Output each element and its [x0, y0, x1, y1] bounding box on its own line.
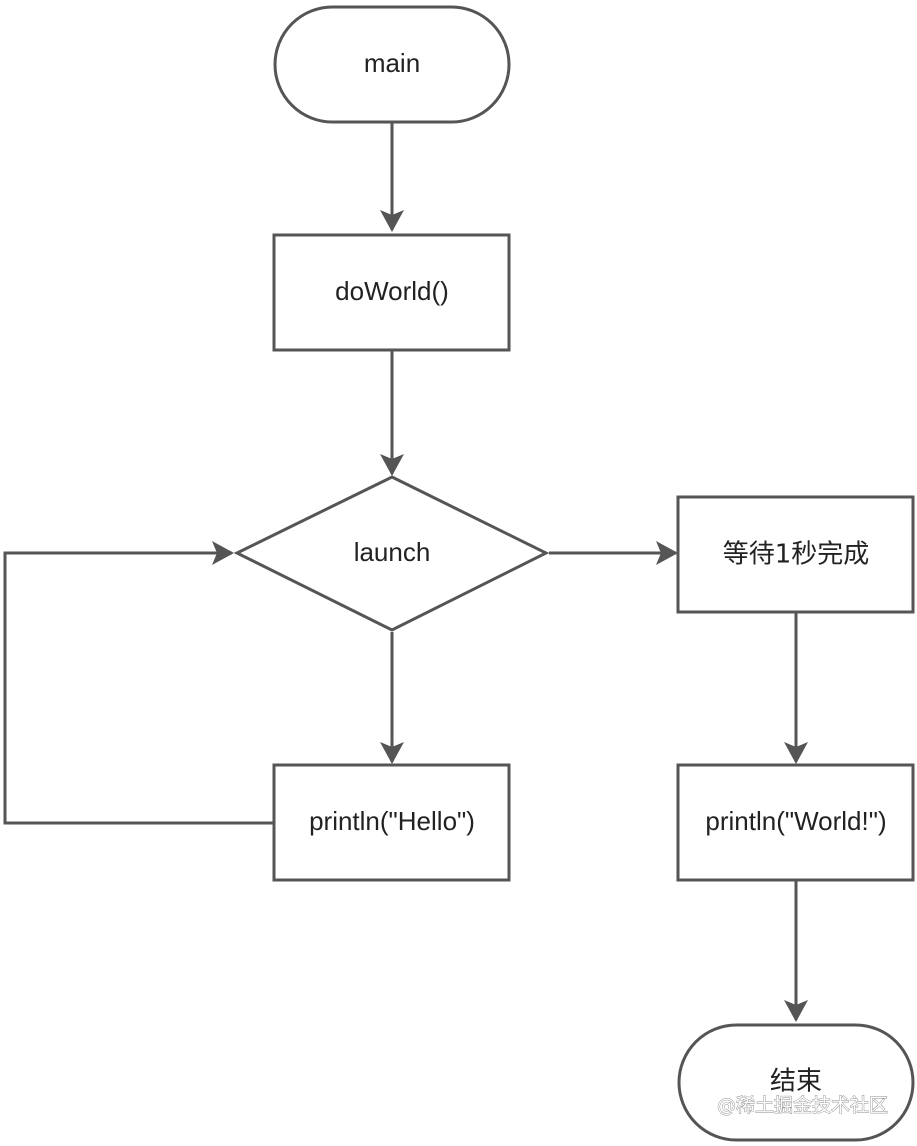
node-main: main — [273, 5, 511, 124]
node-wait-label: 等待1秒完成 — [723, 540, 870, 570]
terminator-shape — [273, 5, 511, 124]
terminator-shape — [677, 1023, 915, 1142]
node-println-hello-label: println("Hello") — [309, 806, 475, 836]
decision-shape — [233, 475, 550, 632]
node-launch: launch — [233, 475, 550, 632]
node-end: 结束 — [677, 1023, 915, 1142]
node-wait: 等待1秒完成 — [676, 495, 915, 614]
node-println-world-label: println("World!") — [705, 806, 886, 836]
node-println-hello: println("Hello") — [272, 763, 511, 882]
edge-println-hello-loop-to-launch — [3, 541, 273, 825]
edges — [3, 122, 808, 1022]
process-shape — [676, 495, 915, 614]
node-launch-label: launch — [354, 537, 431, 567]
process-shape — [272, 763, 511, 882]
node-do-world: doWorld() — [272, 233, 511, 352]
process-shape — [272, 233, 511, 352]
process-shape — [676, 763, 915, 882]
node-do-world-label: doWorld() — [335, 276, 449, 306]
node-main-label: main — [364, 48, 420, 78]
watermark-text: @稀土掘金技术社区 — [717, 1095, 888, 1117]
node-println-world: println("World!") — [676, 763, 915, 882]
node-end-label: 结束 — [770, 1067, 822, 1097]
